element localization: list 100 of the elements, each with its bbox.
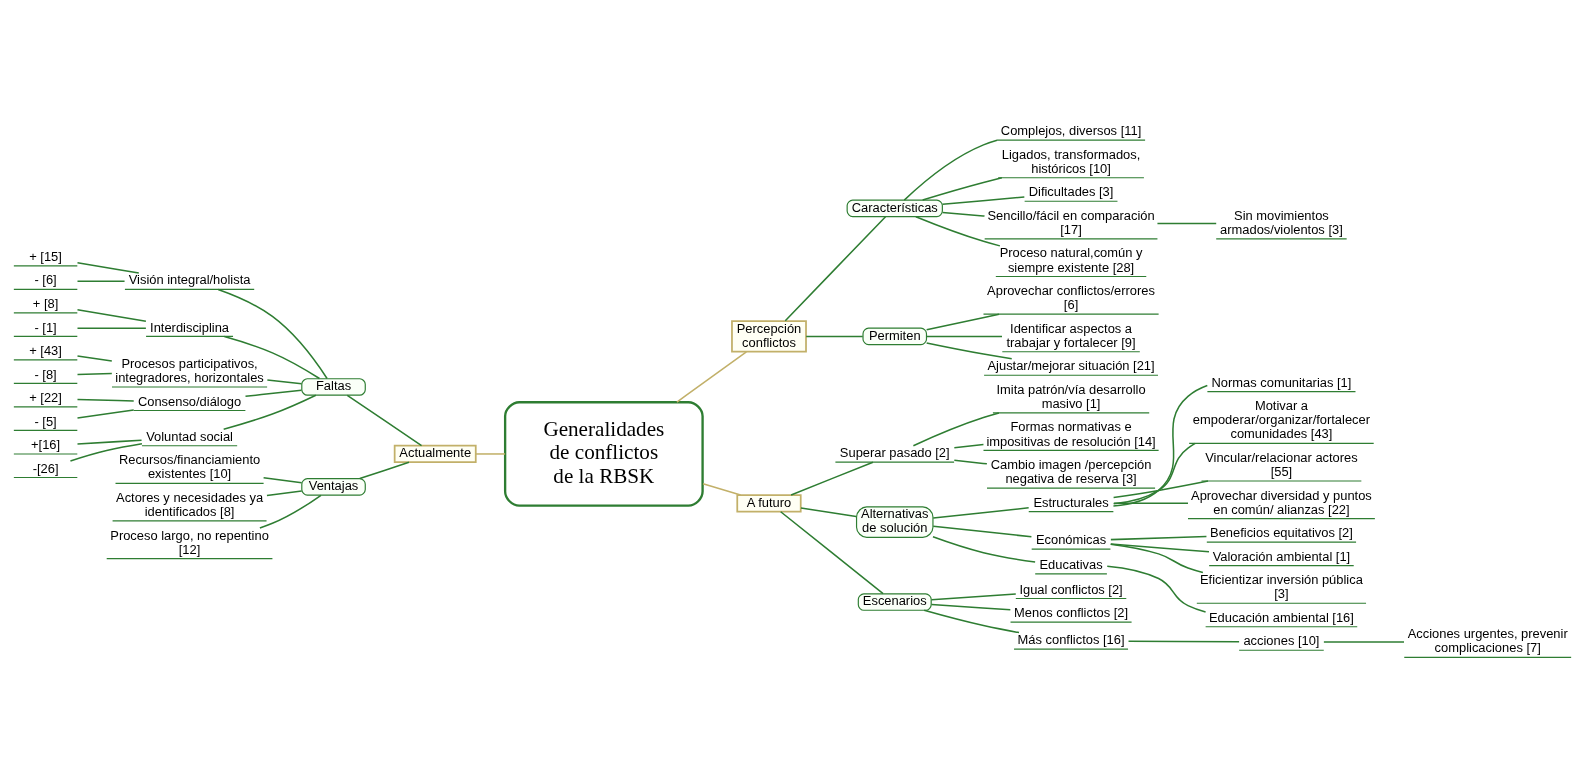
connector [805, 335, 864, 337]
node-box: Permiten [862, 327, 928, 345]
node-text: acciones [10] [1243, 632, 1320, 648]
node-text: Voluntad social [146, 428, 233, 444]
connector [930, 592, 1017, 600]
connector [1127, 639, 1240, 643]
node-text: Proceso natural,común y siempre existente [28] [999, 244, 1143, 275]
connector [790, 460, 874, 496]
node-box: Ventajas [301, 477, 366, 496]
node-box: Faltas [301, 377, 366, 396]
connector [932, 535, 1036, 563]
connector [702, 482, 742, 496]
node-box: Escenarios [857, 592, 932, 611]
connector [1112, 479, 1209, 498]
node-text: Recursos/financiamiento existentes [10] [118, 451, 261, 481]
connector [1110, 535, 1208, 540]
connector [953, 443, 985, 448]
node-text: Identificar aspectos a trabajar y fortalecer [9] [1006, 320, 1136, 350]
connector [1156, 222, 1217, 224]
node-box: A futuro [736, 493, 802, 512]
connector [903, 138, 998, 201]
node-text: Menos conflictos [2] [1014, 604, 1129, 620]
node-text: Imita patrón/vía desarrollo masivo [1] [996, 381, 1146, 411]
connector [800, 506, 857, 517]
node-text: Beneficios equitativos [2] [1210, 524, 1353, 540]
connector [1112, 442, 1196, 505]
connector [217, 288, 328, 379]
node-text: Ajustar/mejorar situación [21] [987, 357, 1155, 373]
connector [1106, 564, 1207, 613]
node-text: Cambio imagen /percepción negativa de reserva [3] [990, 456, 1152, 486]
connector [932, 506, 1030, 519]
node-text: +[16] [31, 436, 61, 452]
node-text: Procesos participativos, integradores, horizontales [115, 355, 264, 385]
node-text: Complejos, diversos [11] [1000, 122, 1142, 138]
node-text: Consenso/diálogo [137, 393, 242, 409]
node-text: Estructurales [1033, 494, 1109, 510]
node-text: Proceso largo, no repentino [12] [110, 527, 269, 557]
connector [475, 452, 506, 455]
node-text: Educación ambiental [16] [1208, 609, 1354, 625]
node-text: Interdisciplina [150, 319, 230, 334]
node-text: Igual conflictos [2] [1019, 581, 1123, 597]
connector [925, 335, 1003, 337]
node-text: Eficientizar inversión pública [3] [1200, 571, 1363, 601]
connector [259, 494, 322, 529]
connector [912, 411, 1000, 446]
node-text: Dificultades [3] [1028, 183, 1114, 199]
node-text: Visión integral/holista [128, 271, 251, 287]
node-text: Económicas [1035, 531, 1107, 547]
connector [76, 438, 143, 445]
node-box: Alternativas de solución [855, 505, 934, 538]
node-text: Superar pasado [2] [839, 444, 950, 460]
node-box: Características [846, 199, 943, 217]
connector [76, 372, 113, 375]
node-text: Ligados, transformados, históricos [10] [1001, 146, 1141, 176]
node-text: Acciones urgentes, prevenir complicaciones [7] [1407, 625, 1568, 655]
connector [930, 603, 1012, 611]
connector [779, 510, 884, 594]
connector [784, 215, 887, 321]
connector [1113, 502, 1189, 504]
node-text: Sencillo/fácil en comparación [17] [987, 207, 1155, 237]
node-text: Sin movimientos armados/violentos [3] [1220, 207, 1343, 237]
node-text: Vincular/relacionar actores [55] [1205, 449, 1358, 479]
connector [262, 476, 303, 484]
node-text: - [5] [34, 413, 57, 429]
node-text: Valoración ambiental [1] [1212, 548, 1351, 564]
connector [1112, 384, 1209, 507]
node-text: + [22] [29, 389, 62, 405]
node-text: - [1] [34, 319, 57, 334]
connector [76, 308, 147, 322]
connector [932, 524, 1033, 538]
node-text: Normas comunitarias [1] [1211, 374, 1352, 390]
node-text: - [6] [34, 271, 57, 287]
node-text: Educativas [1039, 556, 1103, 572]
connector [1323, 640, 1405, 643]
node-text: Más conflictos [16] [1017, 631, 1125, 647]
node-text: Aprovechar conflictos/errores [6] [987, 282, 1155, 312]
node-text: Aprovechar diversidad y puntos en común/ alianzas [22] [1191, 487, 1372, 517]
connector [359, 461, 410, 479]
node-box: Percepción conflictos [731, 319, 807, 353]
connector [244, 389, 303, 397]
connector [941, 211, 986, 217]
node-text: Actores y necesidades ya identificados [8] [116, 489, 264, 519]
connector [941, 195, 1026, 205]
node-box: Actualmente [393, 444, 477, 463]
connector [76, 408, 135, 419]
connector [222, 393, 317, 430]
connector [923, 609, 1020, 633]
connector [1109, 542, 1204, 573]
node-text: + [8] [32, 295, 59, 311]
connector [915, 215, 1001, 247]
connector [346, 394, 423, 446]
node-text: + [15] [29, 248, 62, 264]
node-text: Formas normativas e impositivas de resolución [14] [986, 418, 1156, 449]
connector [676, 350, 748, 403]
node-box: Generalidades de conflictos de la RBSK [503, 400, 704, 507]
connector [76, 398, 135, 402]
connector [76, 354, 113, 362]
connector [266, 489, 303, 496]
node-text: + [43] [29, 342, 62, 358]
connector [76, 261, 140, 274]
